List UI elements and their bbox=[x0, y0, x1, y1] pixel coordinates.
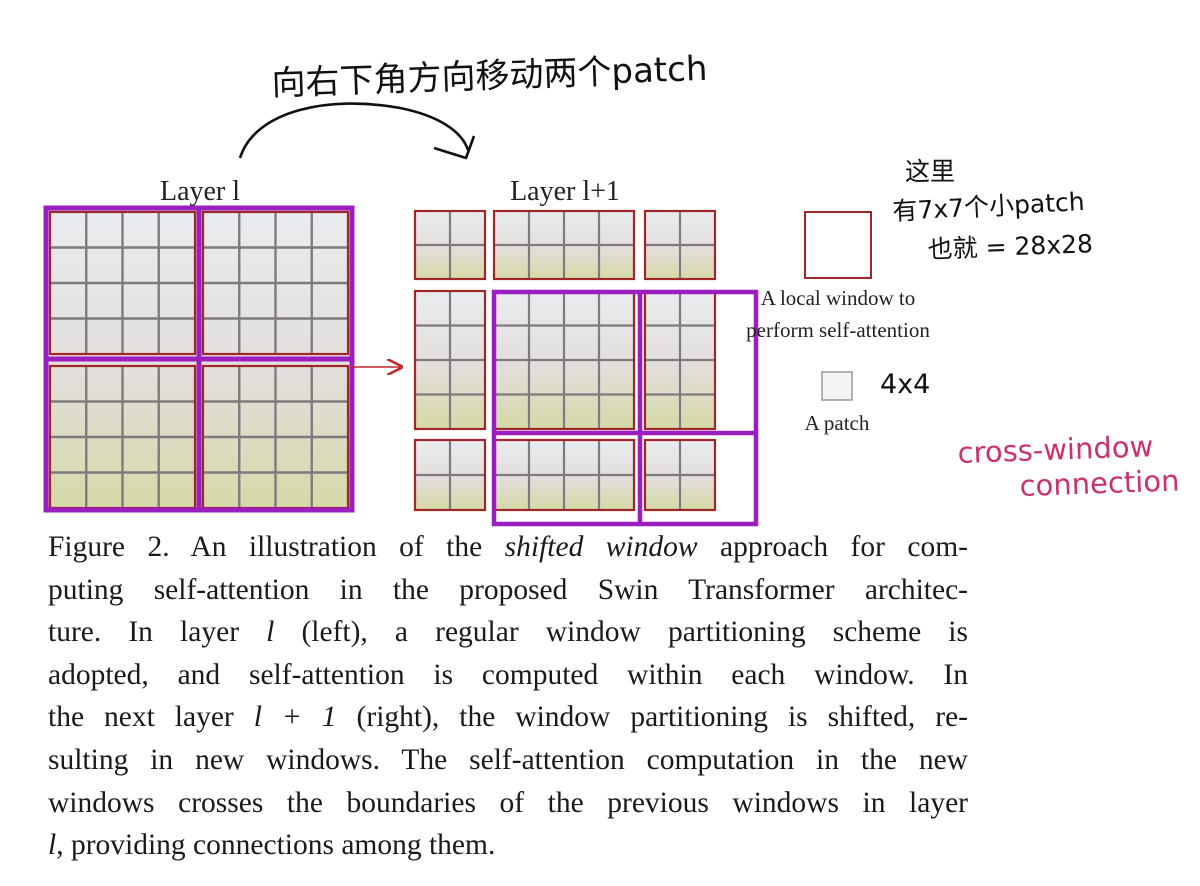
shifted-window bbox=[643, 209, 717, 281]
figure-caption: Figure 2. An illustration of the shifted… bbox=[48, 526, 968, 867]
caption-line-7: windows crosses the boundaries of the pr… bbox=[48, 786, 968, 819]
layer-l1-label: Layer l+1 bbox=[510, 176, 620, 207]
curved-arrow-head-icon bbox=[433, 135, 476, 160]
shifted-window bbox=[413, 209, 487, 281]
shifted-window bbox=[643, 438, 717, 512]
note-7x7-patches: 有7x7个小patch bbox=[892, 187, 1085, 226]
layer-l-label: Layer l bbox=[160, 176, 240, 207]
caption-line-1: Figure 2. An illustration of the shifted… bbox=[48, 531, 968, 563]
layer-l-patch-grid bbox=[50, 212, 348, 508]
legend-patch-label: A patch bbox=[805, 411, 870, 435]
note-here: 这里 bbox=[905, 157, 955, 186]
note-28x28: 也就 = 28x28 bbox=[927, 229, 1093, 264]
note-shift-direction: 向右下角方向移动两个patch bbox=[271, 49, 708, 104]
legend-window-label-2: perform self-attention bbox=[746, 318, 930, 342]
window-l-tr bbox=[201, 210, 350, 356]
shifted-window bbox=[413, 438, 487, 512]
caption-line-5: the next layer l + 1 (right), the window… bbox=[48, 701, 968, 734]
note-connection: connection bbox=[1019, 463, 1180, 503]
layer-l1-windows bbox=[413, 209, 717, 512]
legend-window-swatch bbox=[804, 211, 872, 279]
caption-line-4: adopted, and self-attention is computed … bbox=[48, 658, 968, 691]
legend-patch-swatch bbox=[821, 371, 853, 401]
shifted-window bbox=[492, 209, 636, 281]
note-cross-window: cross-window bbox=[957, 429, 1154, 470]
legend-window-label-1: A local window to bbox=[761, 286, 916, 310]
shifted-window bbox=[413, 289, 487, 431]
layer-l1-diagram: Layer l+1 bbox=[413, 176, 759, 527]
purple-outline-right bbox=[491, 289, 759, 527]
caption-line-8: l, providing connections among them. bbox=[48, 829, 496, 862]
caption-line-2: puting self-attention in the proposed Sw… bbox=[48, 573, 968, 606]
legend: A local window to perform self-attention… bbox=[746, 211, 930, 435]
window-l-tl bbox=[48, 210, 197, 356]
note-4x4: 4x4 bbox=[880, 369, 930, 400]
curved-arrow-icon bbox=[238, 102, 470, 159]
layer-l-diagram: Layer l bbox=[43, 176, 355, 513]
caption-line-6: sulting in new windows. The self-attenti… bbox=[48, 743, 968, 776]
caption-line-3: ture. In layer l (left), a regular windo… bbox=[48, 616, 968, 649]
caption-emphasis: shifted window bbox=[504, 531, 698, 563]
